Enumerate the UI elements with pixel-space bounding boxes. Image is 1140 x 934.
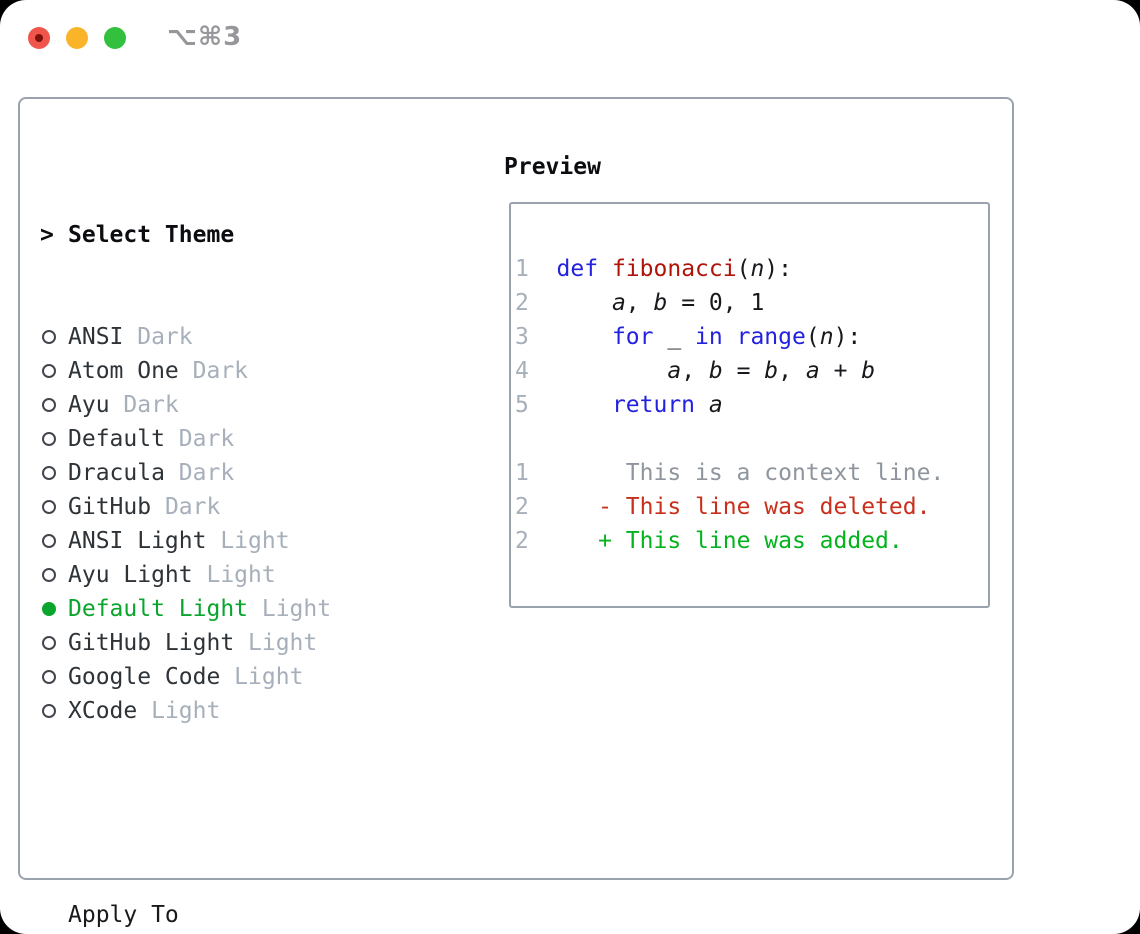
radio-unselected-icon [42,636,56,650]
theme-option-default-light[interactable]: Default Light Light [40,592,428,626]
radio-marker [40,704,68,718]
line-number: 2 [515,494,599,520]
radio-unselected-icon [42,432,56,446]
code-line [515,422,944,456]
radio-unselected-icon [42,364,56,378]
line-number: 2 [515,290,612,316]
radio-unselected-icon [42,466,56,480]
apply-to-header: Apply To [40,898,428,932]
code-line: 3 for _ in range(n): [515,324,862,350]
theme-option-xcode[interactable]: XCode Light [40,694,428,728]
select-theme-title: Select Theme [68,222,235,248]
theme-option-github[interactable]: GitHub Dark [40,490,428,524]
preview-title: Preview [504,154,601,180]
close-button[interactable] [28,27,50,49]
theme-name: Ayu Light [68,562,193,588]
theme-option-ayu-light[interactable]: Ayu Light Light [40,558,428,592]
code-line: 2 a, b = 0, 1 [515,290,765,316]
theme-name: Default [68,426,165,452]
theme-name: GitHub Light [68,630,235,656]
prompt-icon: > [40,222,54,248]
radio-marker [40,602,68,616]
radio-unselected-icon [42,330,56,344]
theme-name: ANSI [68,324,124,350]
code-line: 2 + This line was added. [515,528,903,554]
theme-variant: Light [220,664,304,690]
theme-variant: Light [234,630,318,656]
radio-marker [40,500,68,514]
theme-option-ansi-light[interactable]: ANSI Light Light [40,524,428,558]
theme-variant: Dark [178,358,249,384]
code-preview: 1 def fibonacci(n): 2 a, b = 0, 1 3 for _ … [515,252,944,558]
theme-variant: Light [248,596,332,622]
titlebar [28,27,126,49]
theme-option-atom-one[interactable]: Atom One Dark [40,354,428,388]
theme-name: XCode [68,698,138,724]
radio-unselected-icon [42,398,56,412]
theme-option-google-code[interactable]: Google Code Light [40,660,428,694]
theme-name: Atom One [68,358,179,384]
radio-marker [40,398,68,412]
radio-unselected-icon [42,568,56,582]
select-theme-header: > Select Theme [40,218,428,252]
theme-name: Dracula [68,460,165,486]
radio-unselected-icon [42,534,56,548]
theme-name: Default Light [68,596,249,622]
radio-unselected-icon [42,670,56,684]
radio-unselected-icon [42,704,56,718]
minimize-button[interactable] [66,27,88,49]
radio-marker [40,534,68,548]
window-shortcut-label: ⌥⌘3 [167,22,243,52]
line-number: 5 [515,392,612,418]
code-line: 2 - This line was deleted. [515,494,931,520]
theme-option-dracula[interactable]: Dracula Dark [40,456,428,490]
theme-name: Google Code [68,664,221,690]
theme-option-ayu[interactable]: Ayu Dark [40,388,428,422]
preview-box: 1 def fibonacci(n): 2 a, b = 0, 1 3 for _ … [509,202,990,608]
code-line: 5 return a [515,392,723,418]
theme-option-default[interactable]: Default Dark [40,422,428,456]
theme-variant: Dark [164,426,235,452]
radio-marker [40,432,68,446]
radio-marker [40,466,68,480]
line-number: 1 [515,460,626,486]
theme-name: ANSI Light [68,528,207,554]
theme-variant: Dark [151,494,221,520]
radio-selected-icon [42,602,56,616]
spacer-row [40,796,428,830]
line-number: 2 [515,528,599,554]
radio-unselected-icon [42,500,56,514]
radio-marker [40,330,68,344]
radio-marker [40,636,68,650]
line-number: 4 [515,358,668,384]
radio-marker [40,568,68,582]
code-line: 1 def fibonacci(n): [515,256,792,282]
theme-variant: Light [137,698,221,724]
code-line: 1 This is a context line. [515,460,945,486]
apply-to-title: Apply To [68,902,179,928]
theme-variant: Dark [109,392,179,418]
radio-marker [40,364,68,378]
theme-option-ansi[interactable]: ANSI Dark [40,320,428,354]
line-number: 1 [515,256,557,282]
theme-variant: Light [192,562,276,588]
theme-option-github-light[interactable]: GitHub Light Light [40,626,428,660]
theme-variant: Light [206,528,290,554]
theme-variant: Dark [164,460,235,486]
line-number: 3 [515,324,612,350]
code-line: 4 a, b = b, a + b [515,358,876,384]
theme-name: Ayu [68,392,110,418]
theme-name: GitHub [68,494,152,520]
zoom-button[interactable] [104,27,126,49]
radio-marker [40,670,68,684]
theme-variant: Dark [123,324,193,350]
